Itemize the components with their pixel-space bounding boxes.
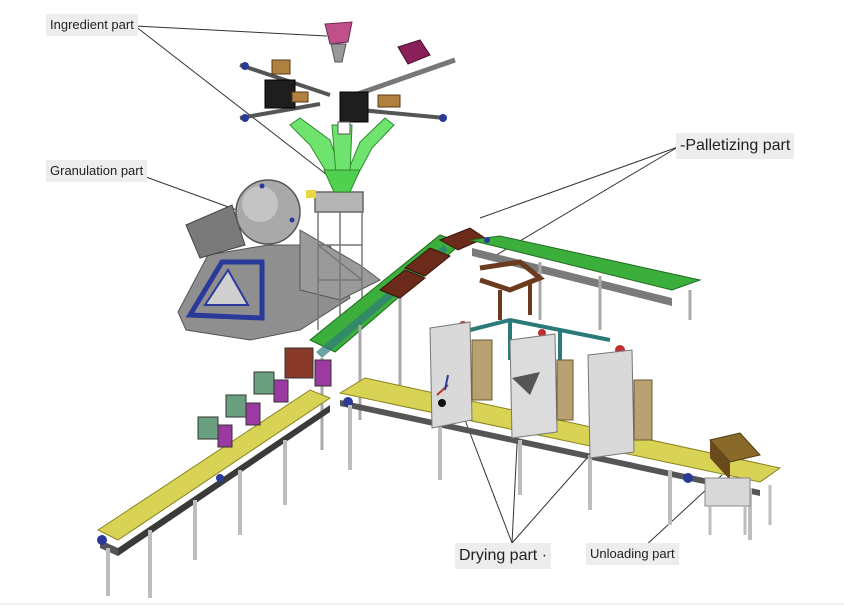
ingredient-part-label: Ingredient part [46,14,138,36]
palletizing-part-label: -Palletizing part [676,133,795,159]
palletizing-conveyor [469,235,702,330]
granulation-part-label: Granulation part [46,160,148,182]
packing-stations [197,347,332,448]
ingredient-tower [306,190,364,330]
left-yellow-conveyor [97,347,332,598]
drying-part-label: Drying part · [455,543,552,569]
unloading-part-label: Unloading part [586,543,679,565]
unloading-station [704,432,772,535]
ingredient-hoppers [239,21,456,193]
inclined-conveyor [309,227,487,450]
drying-cabinets [429,317,653,459]
leader-lines [134,25,723,549]
granulation-machine [177,179,381,341]
